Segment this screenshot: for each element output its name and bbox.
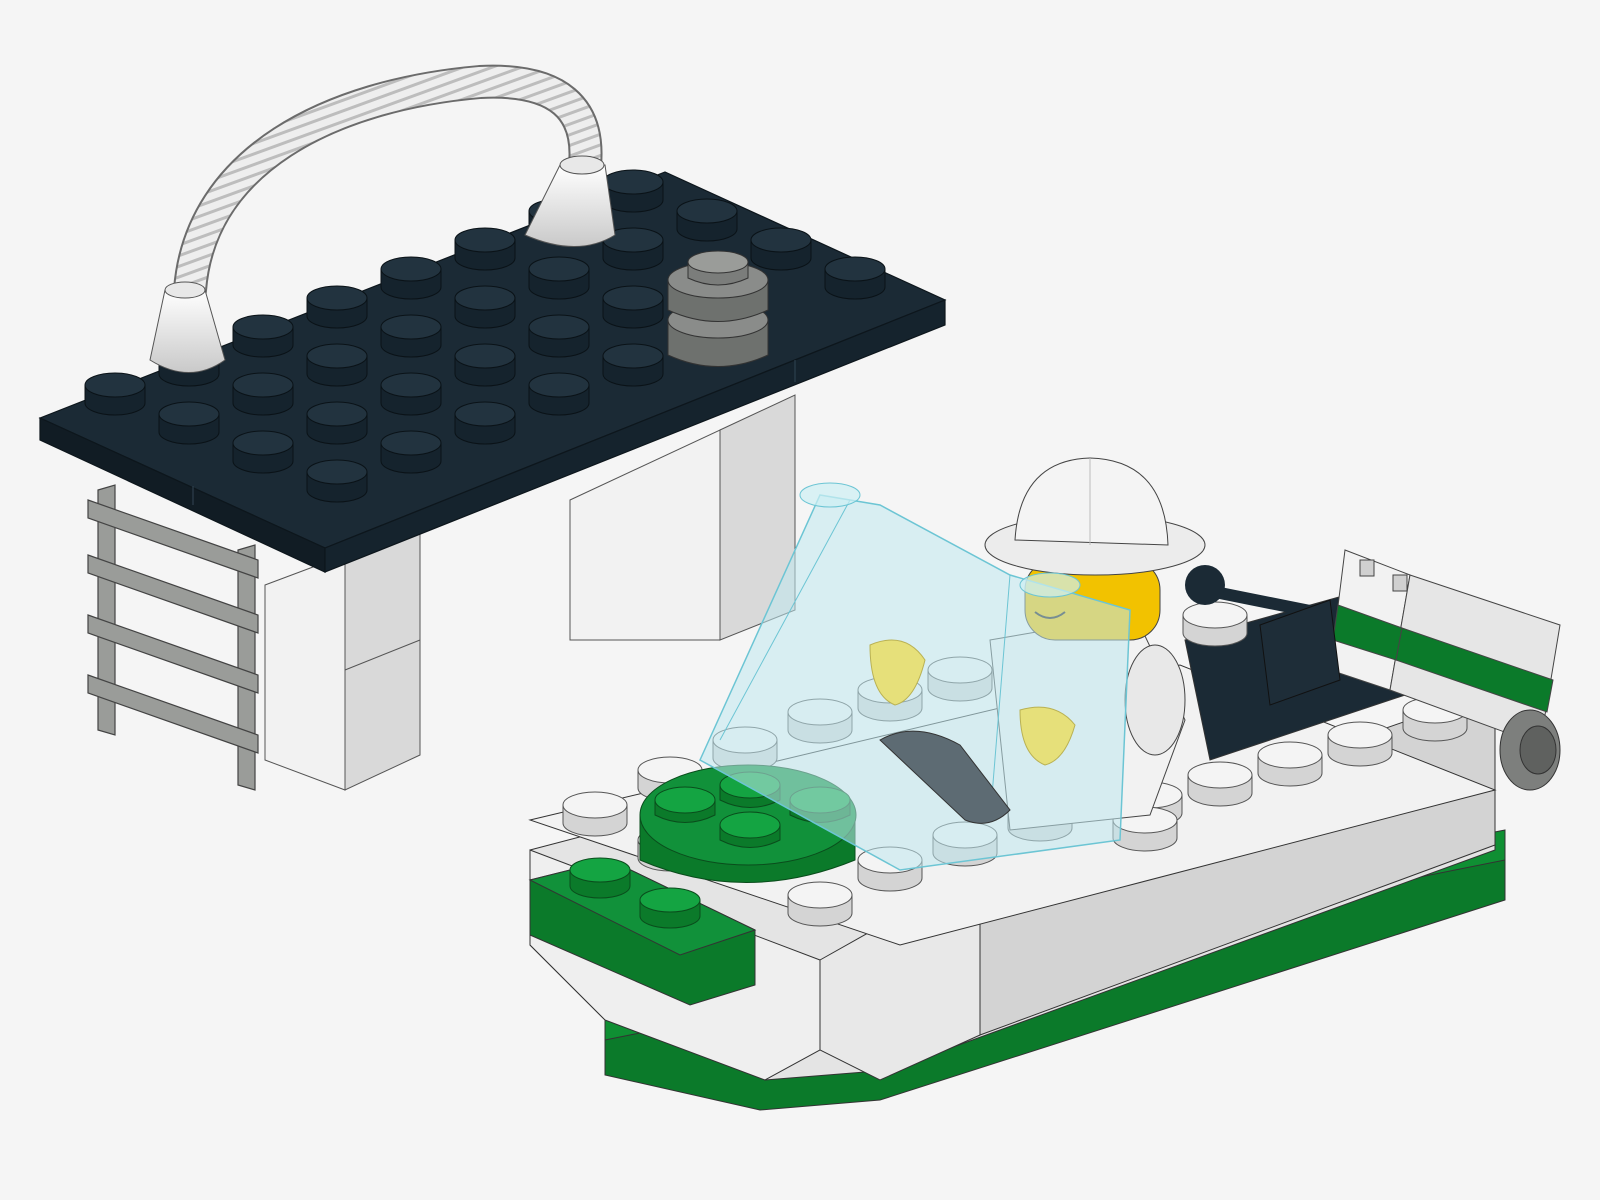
dock-stud (306, 459, 368, 503)
boat-stud (562, 791, 628, 837)
support-pillar-front (264, 519, 421, 791)
boat-stud (1182, 601, 1248, 647)
dock-stud (232, 372, 294, 416)
dock-stud (454, 227, 516, 271)
boat-stud (1257, 741, 1323, 787)
dock-stud (232, 314, 294, 358)
dock-stud (306, 343, 368, 387)
dock-stud (824, 256, 886, 300)
boat-stud (1327, 721, 1393, 767)
boat-stud (1187, 761, 1253, 807)
dock-studs (84, 169, 886, 503)
dock-stud (306, 401, 368, 445)
ladder (87, 484, 259, 791)
outboard-motor (1499, 709, 1561, 791)
dock-stud (380, 372, 442, 416)
boat (528, 457, 1561, 1111)
hose-arch (149, 64, 616, 373)
dock-stud (158, 401, 220, 445)
dock-stud (602, 227, 664, 271)
dock-stud (676, 198, 738, 242)
dock-stud (528, 314, 590, 358)
dock-stud (602, 169, 664, 213)
dock-stud (380, 256, 442, 300)
dock-stud (306, 285, 368, 329)
dock-stud (602, 343, 664, 387)
dock-stud (454, 285, 516, 329)
dock-stud (602, 285, 664, 329)
boat-stud (787, 881, 853, 927)
dock-stud (454, 401, 516, 445)
bow-stud (639, 887, 701, 929)
windscreen (699, 482, 1131, 871)
dock-stud (528, 256, 590, 300)
dock-stud (232, 430, 294, 474)
grey-round-bricks (667, 250, 769, 367)
dock-stud (750, 227, 812, 271)
flag-panel (1329, 549, 1561, 746)
steering-wheel (1185, 565, 1341, 706)
support-pillar-back (569, 394, 796, 641)
dock-stud (380, 430, 442, 474)
dock-stud (528, 372, 590, 416)
bow-stud (569, 857, 631, 899)
dock-stud (84, 372, 146, 416)
dock-stud (454, 343, 516, 387)
dock (38, 64, 947, 791)
dock-stud (380, 314, 442, 358)
